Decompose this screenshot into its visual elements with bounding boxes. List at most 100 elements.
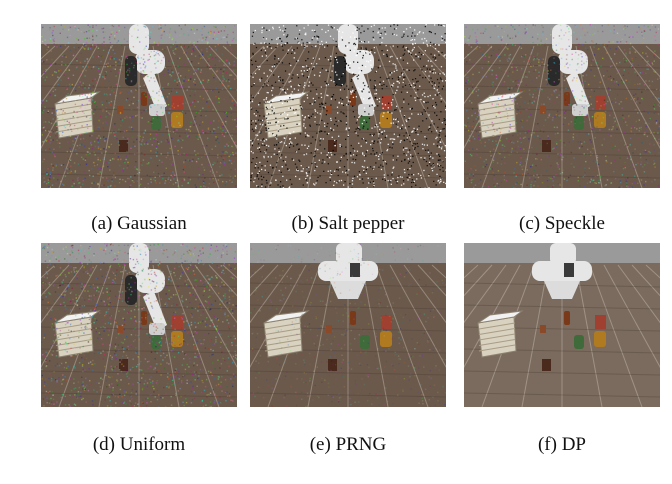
- noise-pixel: [130, 101, 132, 103]
- noise-pixel: [428, 30, 430, 33]
- noise-pixel: [569, 174, 571, 176]
- noise-pixel: [101, 71, 103, 73]
- noise-pixel: [188, 46, 190, 48]
- noise-pixel: [342, 112, 344, 114]
- noise-pixel: [87, 294, 89, 297]
- noise-pixel: [553, 90, 555, 92]
- board-seam: [41, 45, 70, 78]
- noise-pixel: [79, 164, 82, 166]
- noise-pixel: [329, 60, 331, 62]
- noise-pixel: [281, 45, 283, 47]
- noise-pixel: [197, 48, 200, 50]
- noise-pixel: [634, 51, 637, 53]
- noise-pixel: [327, 70, 329, 73]
- noise-pixel: [614, 120, 616, 122]
- noise-pixel: [119, 42, 122, 45]
- noise-pixel: [575, 51, 577, 54]
- noise-pixel: [163, 172, 165, 174]
- noise-pixel: [382, 96, 384, 98]
- noise-pixel: [43, 181, 45, 183]
- noise-pixel: [211, 56, 214, 59]
- noise-pixel: [311, 103, 313, 105]
- noise-pixel: [148, 162, 150, 164]
- noise-pixel: [76, 111, 78, 113]
- noise-pixel: [570, 163, 573, 165]
- noise-pixel: [395, 123, 397, 125]
- noise-pixel: [128, 178, 130, 180]
- noise-pixel: [303, 154, 305, 156]
- noise-pixel: [320, 130, 322, 132]
- noise-pixel: [257, 138, 259, 141]
- noise-pixel: [628, 81, 631, 83]
- noise-pixel: [222, 75, 224, 77]
- board-seam: [464, 45, 507, 105]
- noise-pixel: [422, 120, 424, 122]
- noise-pixel: [147, 163, 150, 165]
- noise-pixel: [113, 30, 115, 33]
- noise-pixel: [375, 89, 377, 91]
- noise-pixel: [280, 100, 282, 102]
- noise-pixel: [143, 132, 145, 134]
- noise-pixel: [378, 166, 380, 168]
- board-seam: [417, 45, 446, 78]
- noise-pixel: [619, 156, 621, 158]
- noise-pixel: [87, 153, 89, 156]
- noise-pixel: [266, 118, 269, 120]
- noise-pixel: [269, 184, 271, 186]
- noise-pixel: [80, 138, 82, 140]
- noise-pixel: [329, 179, 331, 181]
- noise-pixel: [56, 127, 58, 129]
- noise-pixel: [300, 165, 302, 167]
- noise-pixel: [206, 36, 209, 38]
- noise-pixel: [49, 178, 51, 180]
- noise-pixel: [165, 97, 167, 99]
- noise-pixel: [506, 114, 509, 116]
- noise-pixel: [605, 159, 607, 162]
- noise-pixel: [230, 116, 232, 118]
- noise-pixel: [341, 75, 343, 78]
- noise-pixel: [307, 24, 309, 26]
- noise-pixel: [476, 43, 478, 45]
- noise-pixel: [153, 139, 156, 141]
- noise-pixel: [96, 106, 98, 108]
- noise-pixel: [184, 24, 186, 26]
- noise-pixel: [164, 49, 166, 51]
- noise-pixel: [616, 84, 619, 86]
- noise-pixel: [414, 147, 416, 149]
- noise-pixel: [622, 117, 624, 119]
- noise-pixel: [387, 174, 389, 176]
- noise-pixel: [172, 161, 174, 163]
- noise-pixel: [100, 60, 102, 63]
- noise-pixel: [374, 52, 376, 54]
- noise-pixel: [203, 36, 206, 38]
- noise-pixel: [282, 185, 284, 187]
- noise-pixel: [255, 115, 257, 117]
- noise-pixel: [505, 43, 508, 45]
- noise-pixel: [479, 139, 481, 141]
- noise-pixel: [300, 70, 302, 72]
- noise-pixel: [102, 110, 104, 112]
- noise-pixel: [290, 143, 292, 145]
- noise-pixel: [380, 168, 383, 171]
- noise-pixel: [102, 165, 105, 167]
- noise-pixel: [374, 84, 377, 86]
- noise-pixel: [188, 86, 190, 88]
- noise-pixel: [394, 109, 396, 111]
- noise-pixel: [196, 29, 198, 31]
- noise-pixel: [411, 108, 413, 110]
- noise-pixel: [518, 81, 521, 83]
- noise-pixel: [640, 161, 643, 163]
- noise-pixel: [44, 181, 46, 183]
- noise-pixel: [376, 98, 378, 101]
- noise-pixel: [408, 134, 411, 137]
- noise-pixel: [365, 155, 367, 157]
- noise-pixel: [157, 264, 159, 266]
- noise-pixel: [275, 179, 277, 181]
- noise-pixel: [290, 64, 292, 67]
- noise-pixel: [209, 130, 212, 133]
- noise-pixel: [159, 175, 161, 177]
- noise-pixel: [156, 121, 159, 123]
- noise-pixel: [187, 79, 190, 81]
- noise-pixel: [619, 41, 622, 43]
- noise-pixel: [136, 89, 139, 91]
